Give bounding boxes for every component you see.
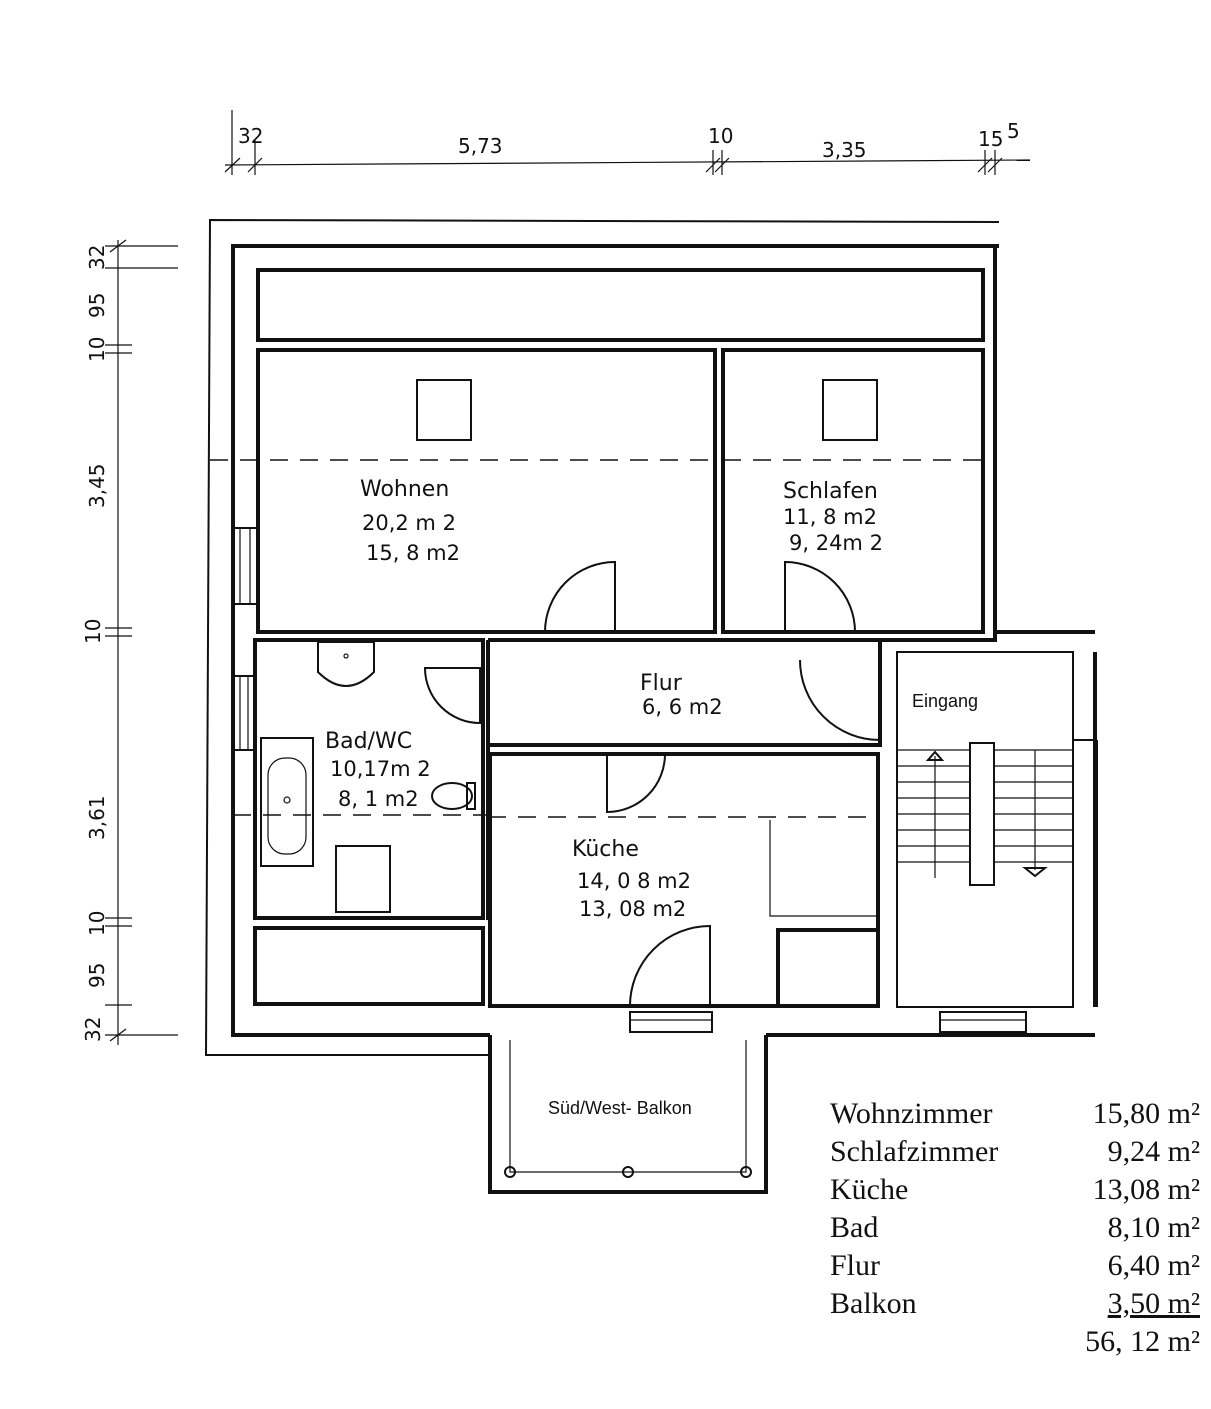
window-kueche — [629, 1011, 713, 1033]
stair-steps — [897, 749, 1073, 878]
dim-top-4: 3,35 — [822, 138, 867, 162]
area-summary: Wohnzimmer 15,80 m² Schlafzimmer 9,24 m²… — [830, 1095, 1200, 1361]
room-wohnen: Wohnen 20,2 m 2 15, 8 m2 — [210, 348, 717, 634]
area-wohnen-2: 15, 8 m2 — [366, 541, 460, 565]
summary-total: 56, 12 m² — [1085, 1325, 1200, 1358]
dim-left-7: 10 — [85, 911, 109, 936]
summary-value: 15,80 m² — [1092, 1097, 1200, 1130]
dim-left-6: 3,61 — [85, 795, 109, 840]
area-bad-2: 8, 1 m2 — [338, 787, 419, 811]
summary-label: Küche — [830, 1173, 909, 1206]
summary-row-kueche: Küche 13,08 m² — [830, 1171, 1200, 1209]
room-label-balkon: Süd/West- Balkon — [548, 1098, 692, 1118]
summary-row-flur: Flur 6,40 m² — [830, 1247, 1200, 1285]
summary-value: 9,24 m² — [1107, 1135, 1200, 1168]
summary-label: Balkon — [830, 1287, 917, 1320]
summary-value: 13,08 m² — [1092, 1173, 1200, 1206]
window-stairwell — [939, 1011, 1027, 1033]
room-label-kueche: Küche — [572, 837, 639, 862]
room-label-bad: Bad/WC — [325, 729, 412, 754]
summary-label: Schlafzimmer — [830, 1135, 999, 1168]
summary-row-schlafzimmer: Schlafzimmer 9,24 m² — [830, 1133, 1200, 1171]
summary-label: Bad — [830, 1211, 879, 1244]
dim-top-5: 15 — [978, 127, 1003, 151]
area-schlafen-2: 9, 24m 2 — [789, 531, 883, 555]
dim-top-6: 5 — [1007, 119, 1020, 143]
dim-left-4: 3,45 — [85, 463, 109, 508]
dim-top-2: 5,73 — [458, 134, 503, 158]
building-outline — [204, 218, 1095, 1056]
sink — [317, 641, 375, 687]
balcony: Süd/West- Balkon — [488, 1035, 768, 1194]
toilet — [431, 782, 473, 810]
storage-bottom-right — [776, 928, 880, 1008]
room-label-schlafen: Schlafen — [783, 479, 878, 504]
summary-label: Wohnzimmer — [830, 1097, 993, 1130]
room-kueche: Küche 14, 0 8 m2 13, 08 m2 — [488, 752, 880, 1033]
stairwell: Eingang — [880, 630, 1098, 1033]
room-label-flur: Flur — [640, 671, 683, 696]
dim-left-9: 32 — [81, 1017, 105, 1042]
dim-left-8: 95 — [85, 963, 109, 988]
dim-left-2: 95 — [85, 293, 109, 318]
area-kueche-2: 13, 08 m2 — [579, 897, 686, 921]
dim-left-5: 10 — [81, 619, 105, 644]
window-bad — [232, 675, 256, 751]
room-label-wohnen: Wohnen — [360, 477, 449, 502]
area-bad-1: 10,17m 2 — [330, 757, 431, 781]
door-schlafen — [784, 560, 857, 633]
storage-bottom-left — [253, 926, 485, 1006]
dim-top-1: 32 — [238, 124, 263, 148]
area-kueche-1: 14, 0 8 m2 — [577, 869, 691, 893]
top-dimension-line: 32 5,73 10 3,35 15 5 — [224, 110, 1031, 175]
room-label-eingang: Eingang — [912, 691, 978, 711]
skylight-schlafen — [822, 379, 878, 441]
stair-arrow-up — [925, 750, 945, 761]
shower-tray — [335, 845, 391, 913]
summary-label: Flur — [830, 1249, 881, 1282]
dim-left-3: 10 — [85, 337, 109, 362]
room-bad: Bad/WC 10,17m 2 8, 1 m2 — [232, 638, 488, 920]
door-bad — [423, 667, 481, 725]
door-kueche-balkon — [629, 924, 711, 1007]
room-schlafen: Schlafen 11, 8 m2 9, 24m 2 — [721, 348, 995, 634]
area-flur: 6, 6 m2 — [642, 695, 723, 719]
summary-row-balkon: Balkon 3,50 m² — [830, 1285, 1200, 1323]
stair-arrow-down — [1022, 867, 1048, 878]
summary-row-wohnzimmer: Wohnzimmer 15,80 m² — [830, 1095, 1200, 1133]
area-schlafen-1: 11, 8 m2 — [783, 505, 877, 529]
door-flur — [799, 659, 881, 742]
door-kueche — [606, 753, 667, 814]
window-wohnen — [232, 527, 259, 605]
door-wohnen — [544, 560, 616, 633]
summary-row-total: 56, 12 m² — [830, 1323, 1200, 1361]
dim-top-3: 10 — [708, 124, 733, 148]
summary-value: 6,40 m² — [1107, 1249, 1200, 1282]
summary-value: 8,10 m² — [1107, 1211, 1200, 1244]
dim-left-1: 32 — [85, 245, 109, 270]
storage-top — [256, 268, 985, 342]
area-wohnen-1: 20,2 m 2 — [362, 511, 456, 535]
summary-value: 3,50 m² — [1107, 1287, 1200, 1320]
skylight-wohnen — [416, 379, 472, 441]
bathtub — [260, 737, 314, 867]
summary-row-bad: Bad 8,10 m² — [830, 1209, 1200, 1247]
left-dimension-line: 32 95 10 3,45 10 3,61 10 95 32 — [81, 239, 178, 1045]
stair-rail — [969, 742, 995, 886]
